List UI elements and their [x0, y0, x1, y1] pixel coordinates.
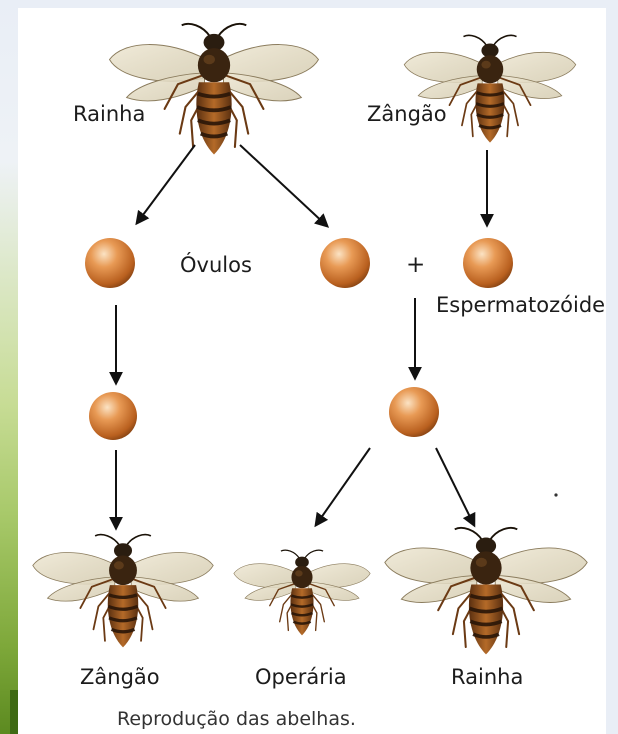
arrow-icon: [240, 145, 327, 226]
egg-icon: [320, 238, 370, 288]
arrow-icon: [137, 145, 195, 223]
queen-bee-icon: [109, 24, 318, 155]
egg-icon: [89, 392, 137, 440]
label-queen-bottom: Rainha: [451, 667, 523, 688]
speck-dot: [554, 493, 557, 496]
egg-icon: [463, 238, 513, 288]
label-plus: +: [406, 254, 425, 277]
label-queen-top: Rainha: [73, 104, 145, 125]
queen-bee-icon: [385, 528, 587, 655]
label-worker-bottom: Operária: [255, 667, 347, 688]
egg-icon: [85, 238, 135, 288]
egg-icon: [389, 387, 439, 437]
label-ovules: Óvulos: [180, 255, 252, 276]
label-sperm: Espermatozóide: [436, 295, 605, 316]
drone-bee-icon: [33, 535, 213, 648]
worker-bee-icon: [234, 550, 370, 635]
arrow-icon: [436, 448, 474, 525]
arrow-icon: [316, 448, 370, 525]
label-drone-top: Zângão: [367, 104, 447, 125]
label-drone-bottom: Zângão: [80, 667, 160, 688]
figure-caption: Reprodução das abelhas.: [117, 710, 356, 729]
drone-bee-icon: [404, 35, 576, 142]
